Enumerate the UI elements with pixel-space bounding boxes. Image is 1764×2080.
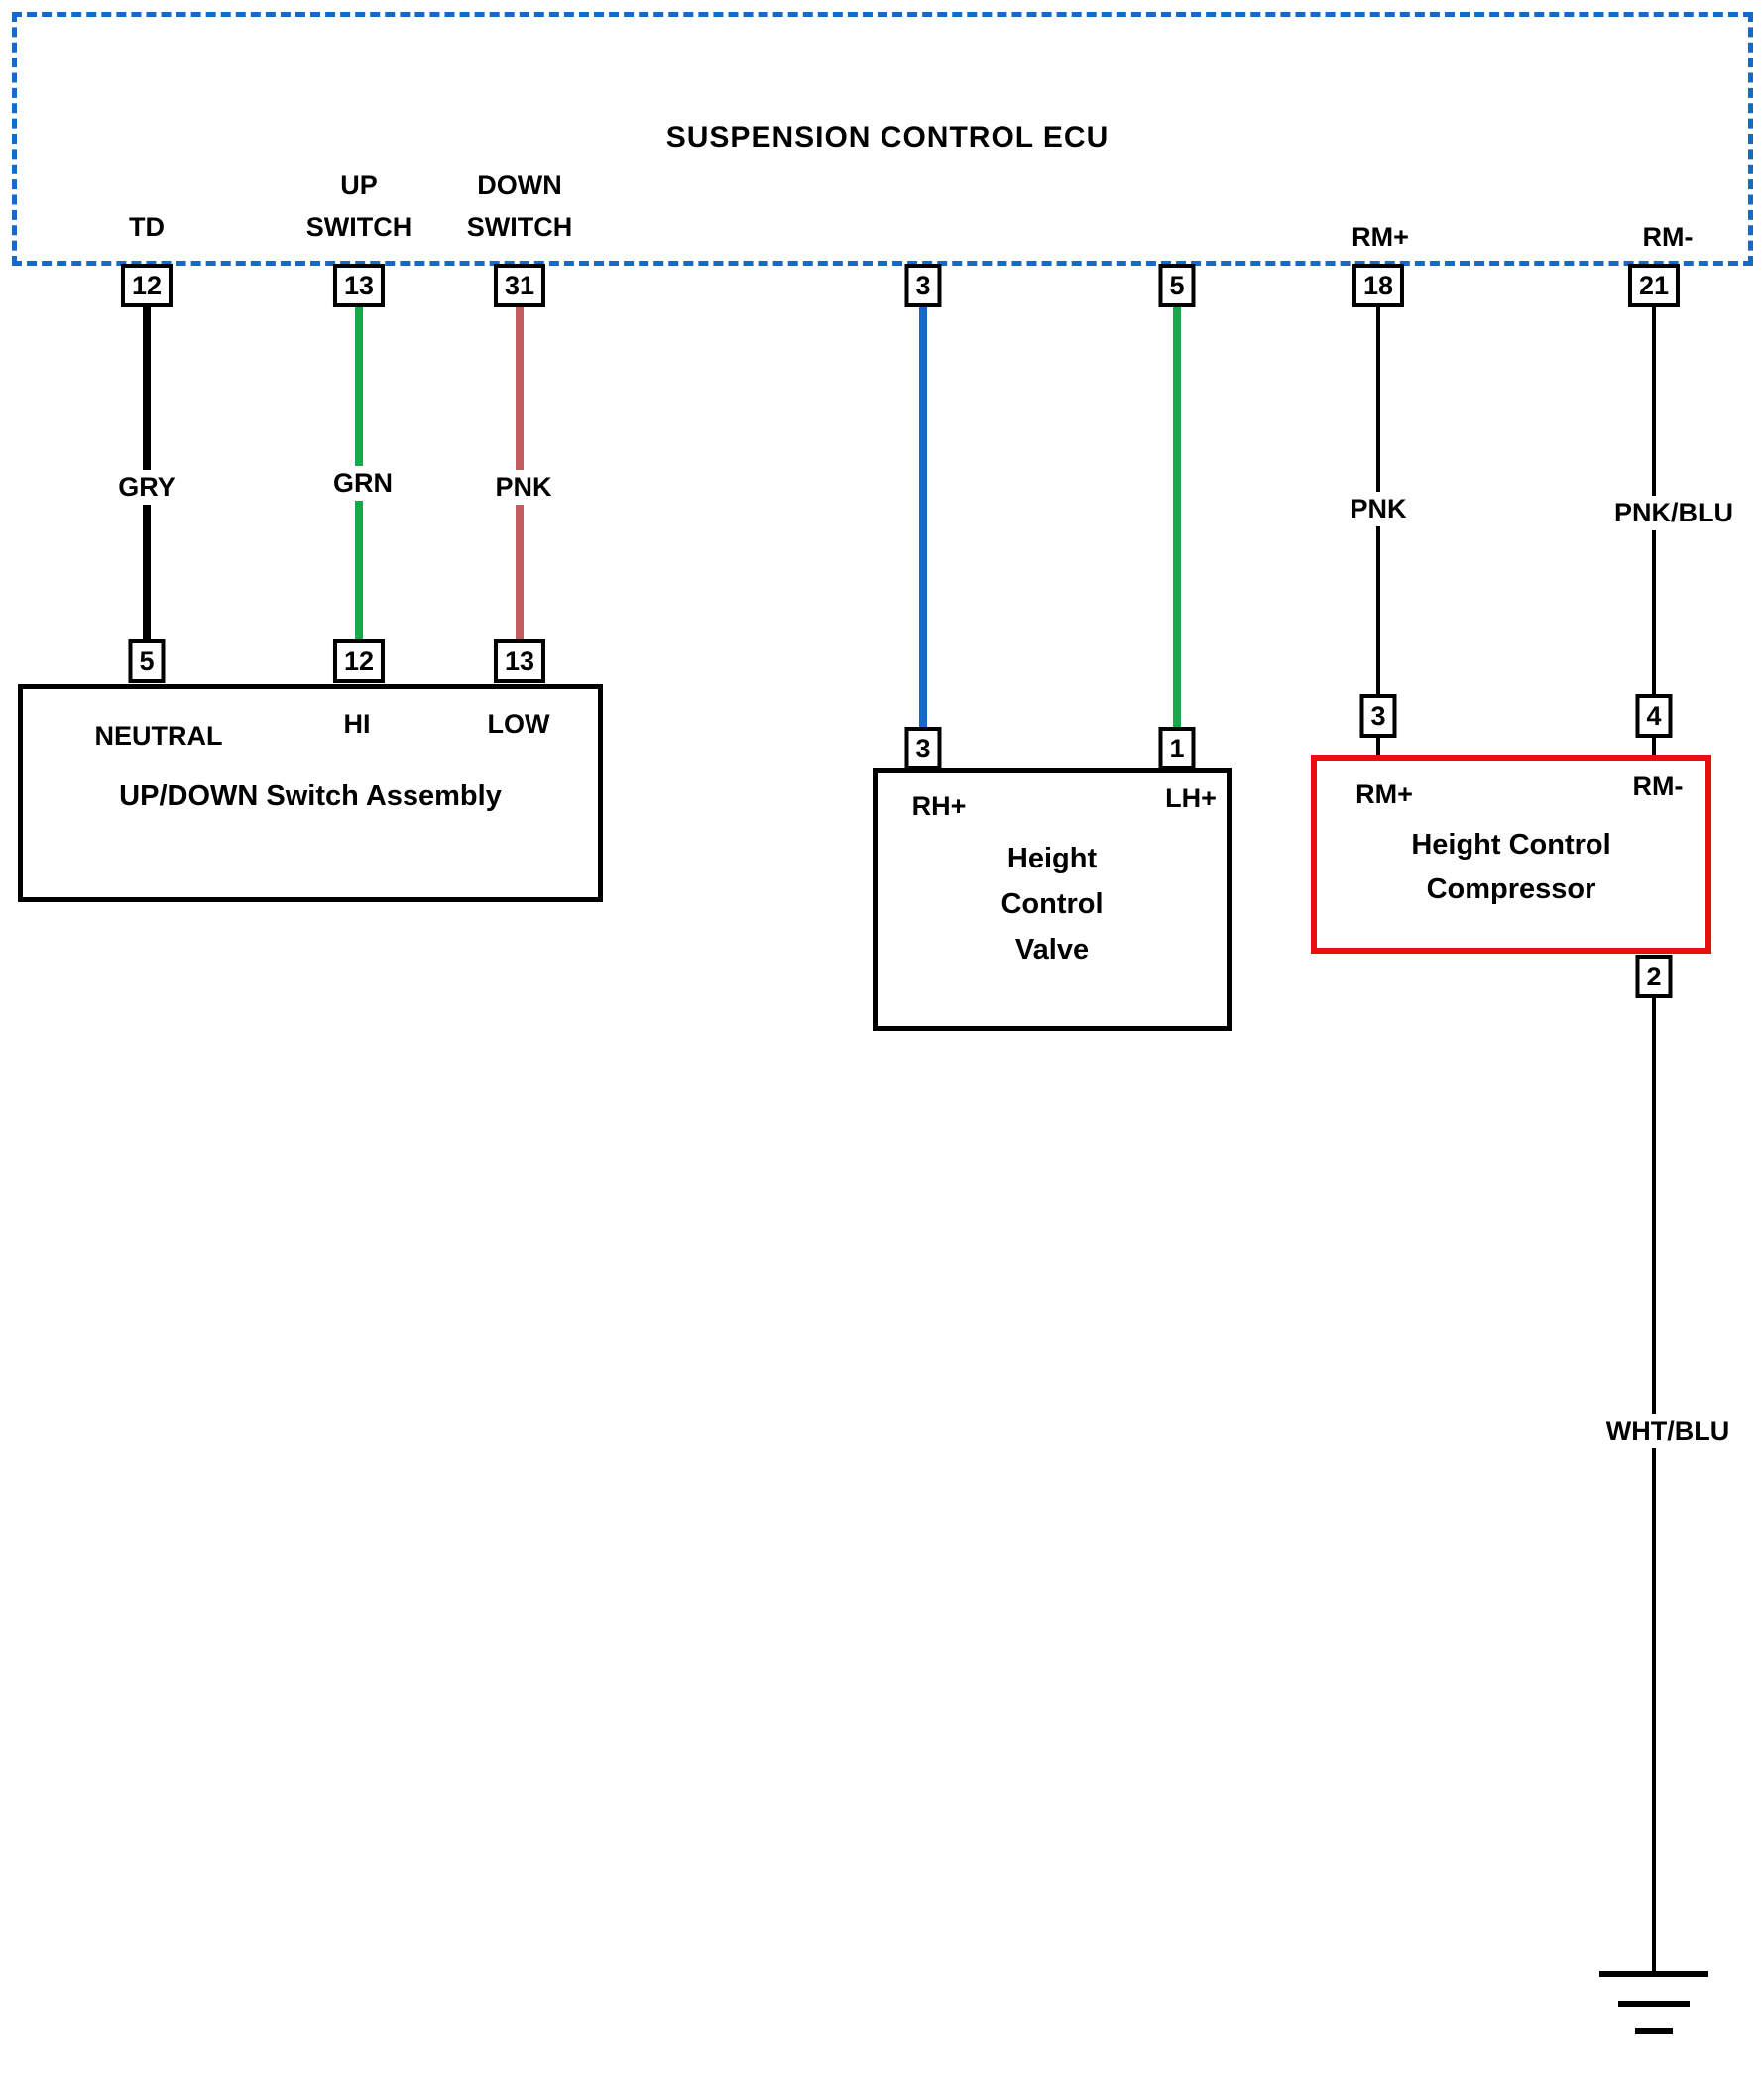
ecu-title: SUSPENSION CONTROL ECU (665, 121, 1110, 154)
ecu-pin-5: 5 (1158, 264, 1196, 307)
ecu-pin-3: 3 (904, 264, 942, 307)
ground-bar-1 (1599, 1971, 1708, 1977)
wire-rm-minus-pnk-blu (1652, 307, 1656, 755)
ground-bar-2 (1618, 2001, 1690, 2007)
switch-assembly-pin-12: 12 (332, 639, 386, 683)
compressor-pin-2: 2 (1635, 955, 1673, 998)
ecu-pin-label-up-switch-line2: SWITCH (305, 212, 412, 242)
valve-pin-1: 1 (1158, 727, 1196, 770)
wire-green-lh (1173, 307, 1181, 729)
switch-assembly-pin-5: 5 (128, 639, 166, 683)
wire-label-pnk: PNK (489, 470, 558, 505)
suspension-control-ecu-box (12, 12, 1753, 266)
updown-switch-assembly-box: NEUTRAL HI LOW UP/DOWN Switch Assembly (18, 684, 603, 902)
ecu-pin-label-down-switch-line2: SWITCH (466, 212, 573, 242)
wire-label-gry: GRY (112, 470, 181, 505)
valve-pin-3: 3 (904, 727, 942, 770)
switch-assembly-label-hi: HI (343, 709, 371, 739)
ecu-pin-label-td: TD (129, 212, 165, 242)
ecu-pin-31: 31 (493, 264, 546, 307)
wire-wht-blu-ground (1652, 998, 1656, 1973)
wire-label-rm-pnk-blu: PNK/BLU (1608, 496, 1739, 530)
ecu-pin-label-up-switch-line1: UP (340, 171, 378, 200)
compressor-pin-3: 3 (1359, 694, 1397, 738)
wire-label-rm-pnk: PNK (1344, 492, 1413, 526)
ecu-pin-12: 12 (120, 264, 174, 307)
switch-assembly-pin-13: 13 (493, 639, 546, 683)
ecu-pin-label-rm-plus: RM+ (1352, 222, 1409, 252)
height-control-compressor-box: RM+ RM- Height Control Compressor (1311, 755, 1711, 954)
ecu-pin-21: 21 (1627, 264, 1681, 307)
wire-blue-rh (919, 307, 927, 729)
wire-label-grn: GRN (327, 466, 399, 501)
ecu-pin-13: 13 (332, 264, 386, 307)
valve-label-rh-plus: RH+ (911, 791, 967, 821)
ecu-pin-18: 18 (1352, 264, 1405, 307)
compressor-title-line2: Compressor (1426, 873, 1596, 905)
height-control-valve-box: RH+ LH+ Height Control Valve (873, 768, 1232, 1031)
wire-rm-plus-pnk (1376, 307, 1380, 755)
valve-title-line3: Valve (1014, 934, 1090, 966)
switch-assembly-label-neutral: NEUTRAL (94, 721, 223, 751)
valve-title-line2: Control (1000, 888, 1104, 920)
compressor-label-rm-plus: RM+ (1355, 779, 1413, 809)
switch-assembly-title: UP/DOWN Switch Assembly (119, 780, 502, 812)
ecu-pin-label-rm-minus: RM- (1642, 222, 1694, 252)
compressor-pin-4: 4 (1635, 694, 1673, 738)
ecu-pin-label-down-switch-line1: DOWN (477, 171, 562, 200)
valve-label-lh-plus: LH+ (1165, 783, 1217, 813)
compressor-label-rm-minus: RM- (1632, 771, 1684, 801)
ground-bar-3 (1635, 2028, 1673, 2034)
compressor-title-line1: Height Control (1411, 829, 1611, 861)
valve-title-line1: Height (1006, 843, 1098, 874)
switch-assembly-label-low: LOW (487, 709, 550, 739)
wire-label-wht-blu: WHT/BLU (1599, 1414, 1736, 1448)
